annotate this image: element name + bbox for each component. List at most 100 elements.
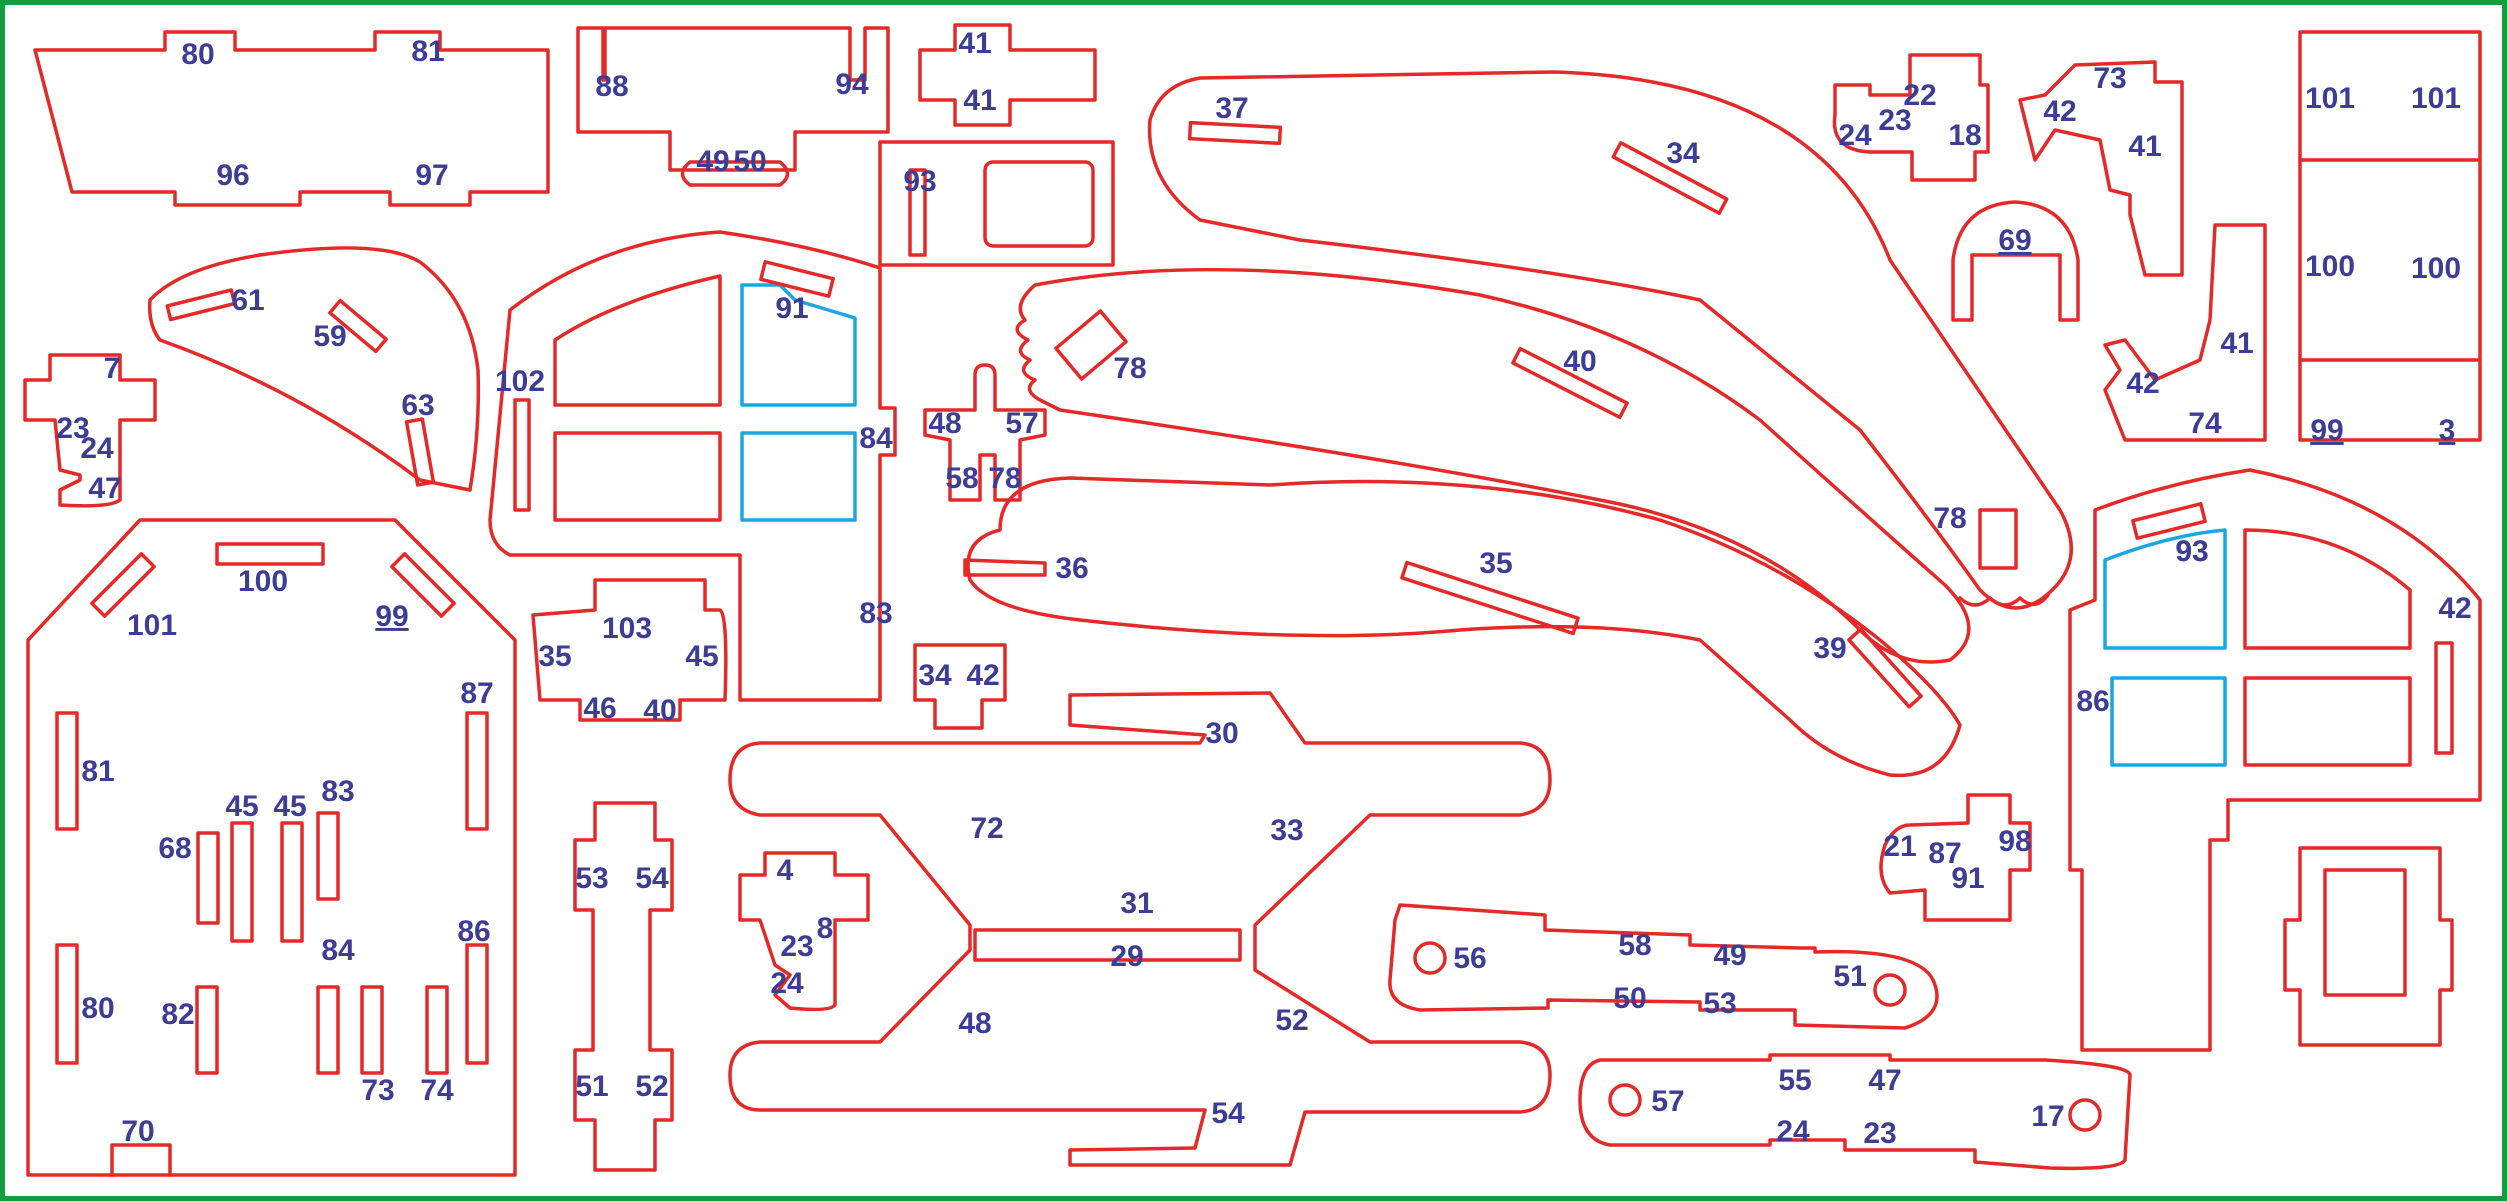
part-number: 31 bbox=[1120, 887, 1153, 920]
part-number: 55 bbox=[1778, 1064, 1811, 1097]
part-box-93: 93 bbox=[878, 140, 1115, 267]
part-number: 50 bbox=[733, 145, 766, 178]
part-number: 68 bbox=[158, 832, 191, 865]
part-cab-panel-left: 91 102 84 83 bbox=[488, 230, 897, 702]
part-base-plate: 100 101 99 87 81 45 45 83 68 86 84 80 82… bbox=[26, 518, 517, 1177]
part-number: 74 bbox=[420, 1074, 454, 1107]
part-number: 40 bbox=[643, 694, 676, 727]
part-number: 78 bbox=[988, 462, 1021, 495]
part-number: 56 bbox=[1453, 942, 1486, 975]
part-number: 73 bbox=[361, 1074, 394, 1107]
part-number: 87 bbox=[1928, 837, 1961, 870]
part-group-17-21: 21 87 98 91 bbox=[1879, 793, 2032, 922]
part-number: 100 bbox=[2411, 252, 2461, 285]
part-number: 98 bbox=[1998, 825, 2031, 858]
part-number: 78 bbox=[1933, 502, 1966, 535]
part-number: 100 bbox=[238, 565, 288, 598]
part-number: 42 bbox=[2043, 95, 2076, 128]
part-number: 54 bbox=[1211, 1097, 1245, 1130]
part-box-91-93 bbox=[2283, 846, 2454, 1047]
part-number: 39 bbox=[1813, 632, 1846, 665]
part-number: 78 bbox=[1113, 352, 1146, 385]
part-number: 47 bbox=[1868, 1064, 1901, 1097]
part-number: 58 bbox=[945, 462, 978, 495]
part-number: 35 bbox=[538, 640, 571, 673]
part-arm-36-35-39: 36 35 39 78 bbox=[963, 476, 2050, 778]
part-number: 94 bbox=[835, 68, 869, 101]
part-fin-61-59-63: 61 59 63 bbox=[147, 246, 481, 492]
part-number: 84 bbox=[859, 422, 893, 455]
part-number: 83 bbox=[859, 597, 892, 630]
part-number: 102 bbox=[495, 365, 545, 398]
part-small-4-8: 4 8 23 24 bbox=[738, 851, 870, 1012]
part-number: 53 bbox=[575, 862, 608, 895]
part-number: 74 bbox=[2188, 407, 2222, 440]
part-number: 63 bbox=[401, 389, 434, 422]
part-number: 18 bbox=[1948, 119, 1981, 152]
part-number: 45 bbox=[273, 790, 306, 823]
part-number: 41 bbox=[2220, 327, 2253, 360]
part-number: 87 bbox=[460, 677, 493, 710]
part-bar-48-49: 56 58 49 50 53 51 bbox=[1388, 903, 1939, 1030]
part-number: 45 bbox=[685, 640, 718, 673]
part-number: 40 bbox=[1563, 345, 1596, 378]
part-number: 53 bbox=[1703, 987, 1736, 1020]
part-number: 41 bbox=[963, 84, 996, 117]
part-number: 34 bbox=[1666, 137, 1700, 170]
part-number: 101 bbox=[2305, 82, 2355, 115]
part-number: 23 bbox=[1878, 104, 1911, 137]
part-number: 72 bbox=[970, 812, 1003, 845]
part-number: 57 bbox=[1651, 1085, 1684, 1118]
part-number: 84 bbox=[321, 934, 355, 967]
part-number: 80 bbox=[81, 992, 114, 1025]
part-number: 49 bbox=[696, 145, 729, 178]
part-number: 52 bbox=[635, 1070, 668, 1103]
part-boom-37-34: 37 34 bbox=[1147, 70, 2073, 610]
part-number: 81 bbox=[81, 755, 114, 788]
part-number: 41 bbox=[2128, 130, 2161, 163]
part-number: 86 bbox=[457, 915, 490, 948]
part-number: 51 bbox=[1833, 960, 1866, 993]
part-number: 36 bbox=[1055, 552, 1088, 585]
part-number: 23 bbox=[1863, 1117, 1896, 1150]
part-number: 69 bbox=[1998, 224, 2031, 257]
part-number: 58 bbox=[1618, 929, 1651, 962]
part-column-101-100-99: 101 101 100 100 99 3 bbox=[2298, 30, 2482, 447]
part-small-3-7: 7 23 24 47 bbox=[23, 352, 157, 508]
part-number: 46 bbox=[583, 692, 616, 725]
part-number: 22 bbox=[1903, 79, 1936, 112]
part-number: 101 bbox=[2411, 82, 2461, 115]
part-group-22-18: 24 23 22 18 bbox=[1832, 53, 1990, 182]
part-number: 33 bbox=[1270, 814, 1303, 847]
part-number: 42 bbox=[966, 659, 999, 692]
part-arm-78-40: 78 40 bbox=[1015, 267, 1971, 664]
part-number: 54 bbox=[635, 862, 669, 895]
part-number: 34 bbox=[918, 659, 952, 692]
part-number: 99 bbox=[375, 600, 408, 633]
part-number: 42 bbox=[2126, 367, 2159, 400]
part-number: 3 bbox=[2439, 414, 2456, 447]
part-number: 49 bbox=[1713, 939, 1746, 972]
part-number: 48 bbox=[958, 1007, 991, 1040]
part-number: 23 bbox=[56, 412, 89, 445]
part-cab-panel-right: 93 93 86 42 bbox=[2068, 468, 2482, 1052]
part-number: 82 bbox=[161, 998, 194, 1031]
part-number: 24 bbox=[80, 432, 114, 465]
part-number: 30 bbox=[1205, 717, 1238, 750]
part-figure-47-48: 48 57 58 78 bbox=[923, 363, 1047, 502]
part-small-42: 34 42 bbox=[913, 643, 1007, 730]
part-group-35-45: 103 35 45 46 40 bbox=[531, 578, 728, 727]
part-number: 97 bbox=[415, 159, 448, 192]
part-number: 35 bbox=[1479, 547, 1512, 580]
part-number: 93 bbox=[2175, 535, 2208, 568]
part-arch-69: 69 bbox=[1951, 200, 2080, 322]
part-number: 51 bbox=[575, 1070, 608, 1103]
part-number: 96 bbox=[216, 159, 249, 192]
part-number: 93 bbox=[2175, 535, 2208, 568]
part-number: 93 bbox=[903, 165, 936, 198]
part-number: 37 bbox=[1215, 92, 1248, 125]
part-number: 73 bbox=[2093, 62, 2126, 95]
part-number: 91 bbox=[1951, 862, 1984, 895]
